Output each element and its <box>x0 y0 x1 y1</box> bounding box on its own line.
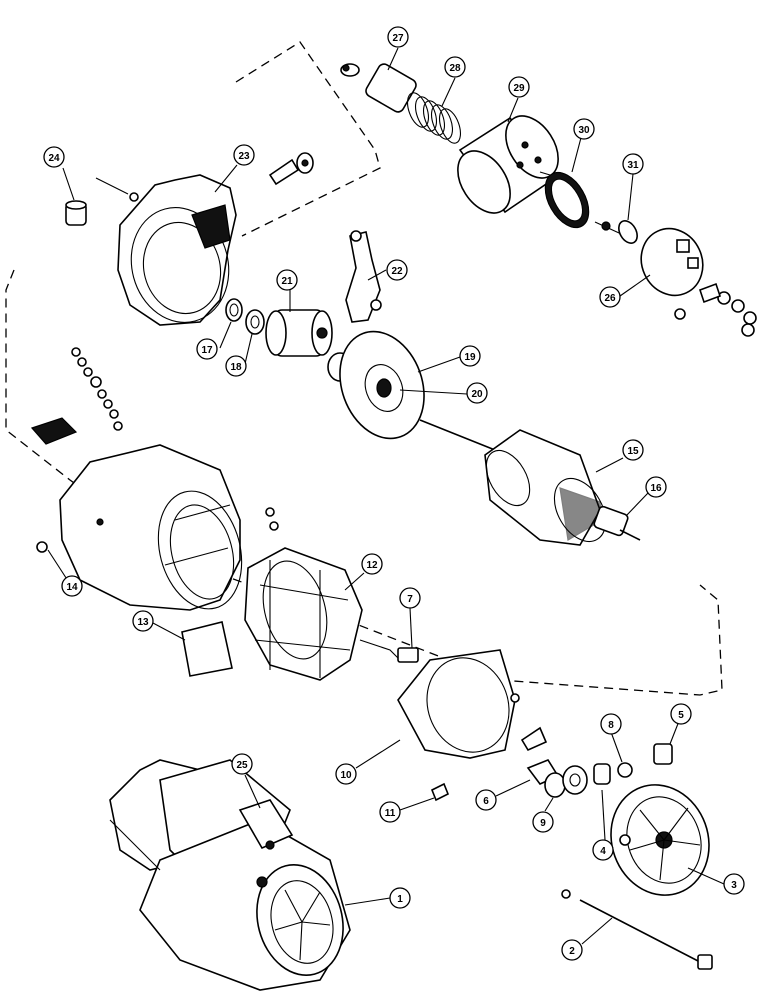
callout-18: 18 <box>225 355 247 377</box>
field-yoke-housing <box>59 444 279 611</box>
callout-5: 5 <box>670 703 692 725</box>
callout-30: 30 <box>573 118 595 140</box>
callout-20: 20 <box>466 382 488 404</box>
callout-15: 15 <box>622 439 644 461</box>
callout-11-label: 11 <box>385 808 396 819</box>
callout-7-label: 7 <box>407 594 413 605</box>
callout-30-label: 30 <box>578 125 590 136</box>
assembled-starter-motor <box>109 759 351 991</box>
grommet <box>617 762 633 778</box>
callout-31-label: 31 <box>627 160 639 171</box>
contact-assembly <box>594 220 638 244</box>
callout-20-label: 20 <box>471 389 483 400</box>
callout-9: 9 <box>532 811 554 833</box>
callout-26-label: 26 <box>604 293 616 304</box>
callout-12: 12 <box>361 553 383 575</box>
callout-8: 8 <box>600 713 622 735</box>
callout-16-label: 16 <box>650 483 662 494</box>
callout-3: 3 <box>723 873 745 895</box>
callout-13-label: 13 <box>137 617 149 628</box>
callout-6: 6 <box>475 789 497 811</box>
callout-19: 19 <box>459 345 481 367</box>
solenoid-gasket <box>544 171 590 229</box>
drive-end-housing <box>117 152 314 326</box>
leader-lines <box>47 47 725 945</box>
callout-17: 17 <box>196 338 218 360</box>
intermediate-plate <box>339 330 425 440</box>
solenoid-group-boundary <box>235 41 381 237</box>
callout-3-label: 3 <box>731 880 737 891</box>
callout-29: 29 <box>508 76 530 98</box>
callout-4: 4 <box>592 839 614 861</box>
callout-10-label: 10 <box>340 770 352 781</box>
callout-28-label: 28 <box>449 63 461 74</box>
commutator-end-frame <box>610 784 710 896</box>
solenoid-end-cover <box>640 227 757 337</box>
callout-15-label: 15 <box>627 446 639 457</box>
solenoid-plunger <box>340 63 417 113</box>
brush-band-cover <box>397 649 520 759</box>
callout-27: 27 <box>387 26 409 48</box>
callout-2-label: 2 <box>569 946 575 957</box>
terminal-insulator <box>653 743 673 765</box>
field-coils <box>244 547 401 681</box>
callout-2: 2 <box>561 939 583 961</box>
callout-1-label: 1 <box>397 894 403 905</box>
brush-spring-upper <box>520 726 548 752</box>
callout-25: 25 <box>231 753 253 775</box>
pole-shoe <box>181 621 233 677</box>
callout-14-label: 14 <box>66 582 78 593</box>
callout-1: 1 <box>389 887 411 909</box>
terminal-nuts-stack <box>71 347 123 431</box>
callout-23: 23 <box>233 144 255 166</box>
callout-18-label: 18 <box>230 362 242 373</box>
pinion-stop-collar <box>245 309 265 335</box>
callout-13: 13 <box>132 610 154 632</box>
callout-4-label: 4 <box>600 846 606 857</box>
shift-lever <box>345 230 382 323</box>
callout-14: 14 <box>61 575 83 597</box>
callout-10: 10 <box>335 763 357 785</box>
field-brush <box>397 647 419 663</box>
callout-7: 7 <box>399 587 421 609</box>
callout-28: 28 <box>444 56 466 78</box>
thrust-washer <box>225 298 243 322</box>
commutator-bushing <box>593 763 611 785</box>
callout-24-label: 24 <box>48 153 60 164</box>
callout-9-label: 9 <box>540 818 546 829</box>
brake-washer <box>544 772 566 798</box>
callouts: 1 2 3 4 5 6 7 8 9 10 11 12 13 14 15 16 1… <box>43 26 745 961</box>
callout-16: 16 <box>645 476 667 498</box>
drive-pinion <box>265 309 353 382</box>
callout-22-label: 22 <box>391 266 403 277</box>
through-bolt <box>561 889 713 970</box>
armature <box>419 419 641 546</box>
callout-8-label: 8 <box>608 720 614 731</box>
callout-25-label: 25 <box>236 760 248 771</box>
plunger-return-spring <box>406 92 462 144</box>
callout-26: 26 <box>599 286 621 308</box>
callout-5-label: 5 <box>678 710 684 721</box>
callout-21: 21 <box>276 269 298 291</box>
callout-19-label: 19 <box>464 352 476 363</box>
callout-29-label: 29 <box>513 83 525 94</box>
callout-24: 24 <box>43 146 65 168</box>
callout-23-label: 23 <box>238 151 250 162</box>
callout-21-label: 21 <box>281 276 293 287</box>
callout-12-label: 12 <box>366 560 378 571</box>
callout-6-label: 6 <box>483 796 489 807</box>
drive-end-bushing <box>65 177 139 226</box>
callout-11: 11 <box>379 801 401 823</box>
thrust-disc <box>562 765 588 795</box>
callout-31: 31 <box>622 153 644 175</box>
callout-27-label: 27 <box>392 33 404 44</box>
brush-holder-insulator <box>30 417 78 445</box>
callout-22: 22 <box>386 259 408 281</box>
field-screw <box>36 541 48 553</box>
callout-17-label: 17 <box>201 345 213 356</box>
band-screw <box>430 782 450 802</box>
